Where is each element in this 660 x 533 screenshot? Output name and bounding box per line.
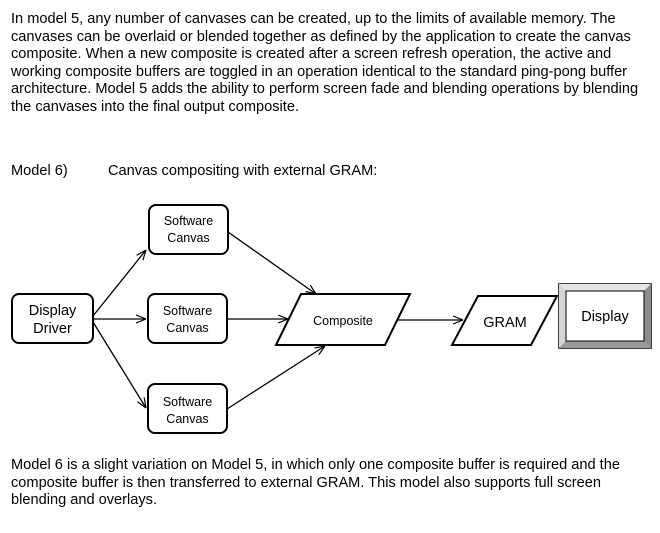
arrow-canvas-bottom-to-composite bbox=[226, 346, 325, 410]
display-driver-label-line1: Display bbox=[29, 303, 77, 319]
canvas-top-label-line2: Canvas bbox=[167, 231, 209, 245]
composite-label: Composite bbox=[313, 314, 373, 328]
software-canvas-middle: Software Canvas bbox=[147, 293, 228, 344]
composite-parallelogram: Composite bbox=[274, 293, 412, 346]
arrow-driver-to-canvas-bottom bbox=[92, 321, 146, 408]
gram-label: GRAM bbox=[483, 315, 527, 331]
arrow-canvas-top-to-composite bbox=[227, 231, 316, 294]
canvas-bottom-label-line2: Canvas bbox=[166, 412, 208, 426]
arrow-driver-to-canvas-top bbox=[92, 250, 146, 317]
software-canvas-top: Software Canvas bbox=[148, 204, 229, 255]
display-box: Display bbox=[558, 283, 652, 349]
heading-model-title: Canvas compositing with external GRAM: bbox=[108, 163, 378, 179]
paragraph-model6: Model 6 is a slight variation on Model 5… bbox=[11, 457, 620, 509]
display-driver-box: Display Driver bbox=[11, 293, 94, 344]
canvas-middle-label-line2: Canvas bbox=[166, 321, 208, 335]
display-driver-label-line2: Driver bbox=[33, 321, 72, 337]
heading-model-number: Model 6) bbox=[11, 163, 68, 179]
canvas-bottom-label-line1: Software bbox=[163, 395, 212, 409]
software-canvas-bottom: Software Canvas bbox=[147, 383, 228, 434]
display-label: Display bbox=[581, 309, 629, 325]
gram-parallelogram: GRAM bbox=[450, 295, 559, 346]
paragraph-model5: In model 5, any number of canvases can b… bbox=[11, 11, 639, 115]
canvas-top-label-line1: Software bbox=[164, 214, 213, 228]
canvas-middle-label-line1: Software bbox=[163, 304, 212, 318]
